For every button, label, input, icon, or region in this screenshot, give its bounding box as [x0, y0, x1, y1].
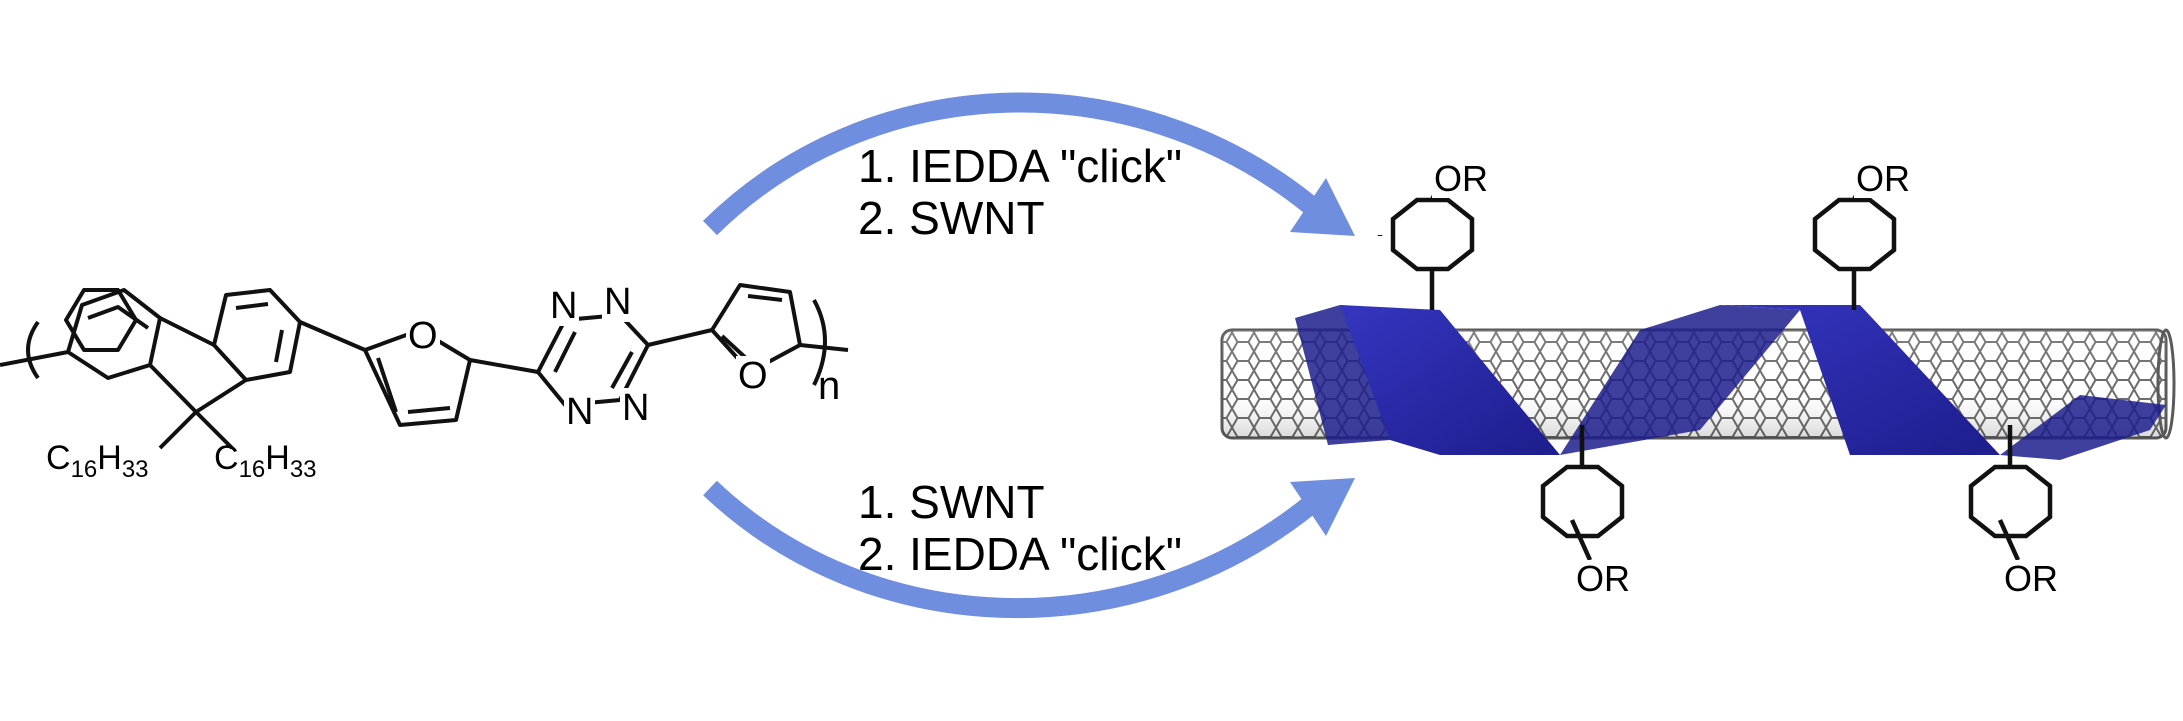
- cyclooctene-bottom-right: [1968, 425, 2053, 561]
- tetrazine-nitrogen-4: N: [620, 387, 652, 429]
- furan-oxygen-1: O: [406, 315, 440, 357]
- substituent-top-left: OR: [1432, 158, 1490, 199]
- top-route-step-1: 1. IEDDA "click": [858, 140, 1183, 192]
- substituent-bottom-right: OR: [2002, 558, 2060, 599]
- furan-oxygen-2: O: [736, 355, 770, 397]
- polymer-structure: [0, 283, 849, 450]
- tetrazine-nitrogen-1: N: [548, 285, 580, 327]
- substituent-top-right: OR: [1854, 158, 1912, 199]
- repeat-unit-n: n: [818, 364, 841, 408]
- bottom-route-arrow: [703, 478, 1355, 619]
- top-route-step-2: 2. SWNT: [858, 192, 1045, 244]
- substituent-bottom-left: OR: [1574, 558, 1632, 599]
- tetrazine-nitrogen-2: N: [602, 281, 634, 323]
- cyclooctene-bottom-left: [1540, 425, 1625, 561]
- bottom-route-step-1: 1. SWNT: [858, 476, 1045, 528]
- bottom-route-step-2: 2. IEDDA "click": [858, 528, 1183, 580]
- polymer-helix-wrap: [1295, 305, 2166, 460]
- top-route-arrow: [702, 92, 1355, 236]
- alkyl-chain-2: C16H33: [214, 439, 317, 483]
- tetrazine-nitrogen-3: N: [564, 391, 596, 433]
- left-repeat-bracket: [26, 320, 40, 380]
- right-repeat-bracket: [812, 299, 827, 386]
- alkyl-chain-1: C16H33: [46, 439, 149, 483]
